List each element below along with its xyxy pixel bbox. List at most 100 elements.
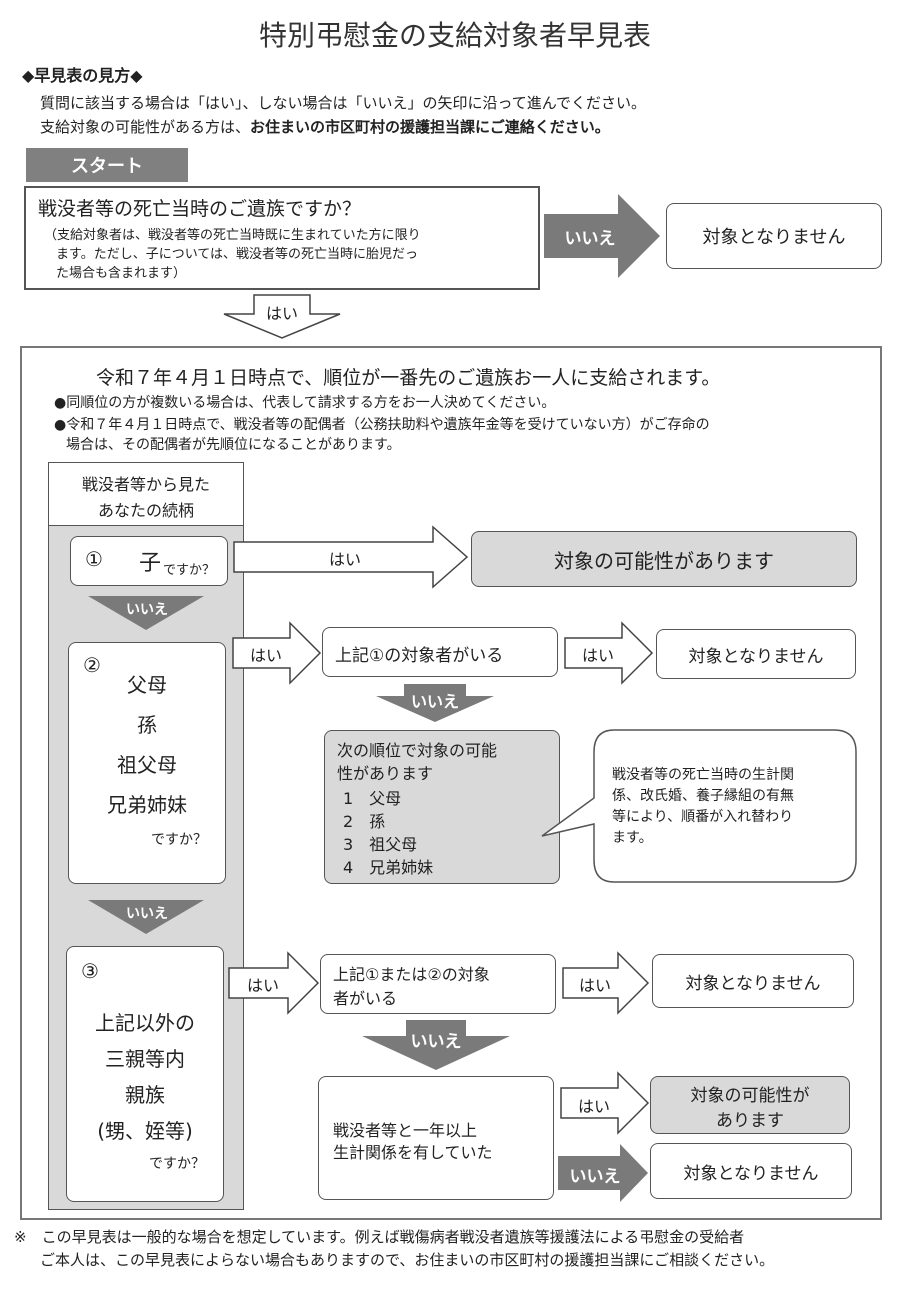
r3-check-yes-label: はい [578,976,611,995]
q1-box: 戦没者等の死亡当時のご遺族ですか？ （支給対象者は、戦没者等の死亡当時既に生まれ… [24,186,540,290]
r2-name-1: 父母 [127,673,167,697]
r3-cond-no-result: 対象となりません [650,1143,852,1199]
r3-check-no-label: いいえ [410,1032,462,1052]
r3-cond-2: 生計関係を有していた [333,1143,493,1162]
r2-check: 上記①の対象者がいる [322,627,558,677]
r3-cond-yes-result-1: 対象の可能性が [690,1086,810,1106]
footnote-line1: ※ この早見表は一般的な場合を想定しています。例えば戦傷病者戦没者遺族等援護法に… [14,1228,745,1246]
r2-check-result-text: 対象となりません [688,646,824,667]
r2-order-item-4: 4 兄弟姉妹 [343,858,434,877]
r1-result-text: 対象の可能性があります [554,548,774,573]
r3-suffix: ですか？ [149,1156,205,1172]
start-banner: スタート [26,148,188,182]
r3-yes-label: はい [246,976,279,995]
r3-name-4: (甥、姪等) [97,1119,193,1143]
q1-no-result-text: 対象となりません [702,227,846,248]
main-bullet2a: ●令和７年４月１日時点で、戦没者等の配偶者（公務扶助料や遺族年金等を受けていない… [54,417,710,433]
r3-cond-yes-result-2: あります [716,1111,784,1131]
q1-note2: ます。ただし、子については、戦没者等の死亡当時に胎児だっ [56,247,419,262]
r1-result: 対象の可能性があります [471,531,857,587]
r1-box: ① 子 ですか？ [70,536,228,586]
main-frame [20,346,882,1220]
r3-name-3: 親族 [125,1083,165,1107]
q1-note3: た場合も含まれます） [56,266,187,281]
relation-header-1: 戦没者等から見た [81,475,210,494]
r3-cond-yes-label: はい [577,1097,610,1116]
r3-check-result: 対象となりません [652,954,854,1008]
r2-name-2: 孫 [137,713,157,737]
r3-box: ③ 上記以外の 三親等内 親族 (甥、姪等) ですか？ [66,946,224,1202]
r2-name-3: 祖父母 [117,753,177,777]
r3-check-2: 者がいる [333,989,398,1008]
relation-header-2: あなたの続柄 [97,501,194,520]
q1-note1: （支給対象者は、戦没者等の死亡当時既に生まれていた方に限り [44,228,421,243]
q1-yes-arrow [223,294,341,339]
start-label: スタート [71,156,143,177]
main-bullet1: ●同順位の方が複数いる場合は、代表して請求する方をお一人決めてください。 [54,395,556,411]
howto-line2-bold: お住まいの市区町村の援護担当課にご連絡ください。 [250,118,610,136]
r3-cond-no-label: いいえ [569,1167,621,1187]
r1-yes-label: はい [328,550,361,569]
r3-check-1: 上記①または②の対象 [333,965,490,984]
r2-yes-label: はい [249,646,282,665]
howto-line2-plain: 支給対象の可能性がある方は、 [40,118,251,136]
q1-no-result: 対象となりません [666,203,882,269]
r2-check-yes-arrow [564,621,654,685]
r1-no-arrow [88,596,204,630]
r3-check-yes-arrow [562,951,650,1015]
r2-no-label: いいえ [126,906,168,922]
r2-yes-arrow [232,621,322,685]
main-headline: 令和７年４月１日時点で、順位が一番先のご遺族お一人に支給されます。 [96,367,721,389]
main-bullet2b: 場合は、その配偶者が先順位になることがあります。 [66,437,401,453]
r2-order-item-2: 2 孫 [343,812,386,831]
r2-order-item-3: 3 祖父母 [343,835,418,854]
r2-callout-3: 等により、順番が入れ替わり [612,809,794,825]
r2-callout-4: ます。 [612,830,653,846]
r3-check-no-arrow [362,1020,510,1070]
r2-check-no-label: いいえ [410,692,459,711]
q1-no-arrow [544,194,660,278]
r1-num: ① [85,547,103,571]
r1-no-label: いいえ [126,602,168,618]
q1-yes-label: はい [265,304,298,323]
r2-check-no-arrow [376,684,494,722]
relation-header: 戦没者等から見た あなたの続柄 [48,462,244,526]
page-title: 特別弔慰金の支給対象者早見表 [258,19,651,52]
r2-order-box: 次の順位で対象の可能 性があります 1 父母 2 孫 3 祖父母 4 兄弟姉妹 [324,730,560,884]
r2-suffix: ですか？ [151,832,207,848]
q1-no-label: いいえ [564,229,616,249]
howto-line1: 質問に該当する場合は「はい」、しない場合は「いいえ」の矢印に沿って進んでください… [40,94,647,112]
r3-name-1: 上記以外の [95,1011,195,1035]
r3-name-2: 三親等内 [105,1047,185,1071]
r3-check-result-text: 対象となりません [685,973,821,994]
r3-cond-no-arrow [558,1144,648,1202]
howto-heading: ◆早見表の見方◆ [22,66,143,85]
r2-callout-2: 係、改氏婚、養子縁組の有無 [612,788,794,804]
r2-order-line1: 次の順位で対象の可能 [337,741,498,760]
r3-num: ③ [81,959,99,983]
footnote-line2: ご本人は、この早見表によらない場合もありますので、お住まいの市区町村の援護担当課… [40,1251,775,1269]
r3-check: 上記①または②の対象 者がいる [320,954,556,1014]
r3-cond-1: 戦没者等と一年以上 [333,1121,478,1140]
r2-check-text: 上記①の対象者がいる [335,646,504,666]
r2-box: ② 父母 孫 祖父母 兄弟姉妹 ですか？ [68,642,226,884]
r2-order-line2: 性があります [337,764,434,783]
r3-yes-arrow [228,951,320,1015]
howto-line2: 支給対象の可能性がある方は、お住まいの市区町村の援護担当課にご連絡ください。 [40,116,610,137]
r2-order-item-1: 1 父母 [343,789,402,808]
r2-no-arrow [88,900,204,934]
r2-callout-1: 戦没者等の死亡当時の生計関 [612,767,794,783]
r3-cond-box: 戦没者等と一年以上 生計関係を有していた [318,1076,554,1200]
r3-cond-no-result-text: 対象となりません [683,1163,819,1184]
r1-name: 子 [139,551,162,576]
r3-cond-yes-arrow [560,1071,650,1135]
r2-name-4: 兄弟姉妹 [107,793,187,817]
r2-check-yes-label: はい [581,646,614,665]
r1-suffix: ですか？ [163,563,216,578]
r2-num: ② [83,653,101,677]
r3-cond-yes-result: 対象の可能性が あります [650,1076,850,1134]
r1-yes-arrow [233,525,469,589]
r2-check-result: 対象となりません [656,629,856,679]
r2-callout-bubble [541,729,857,883]
q1-question: 戦没者等の死亡当時のご遺族ですか？ [38,198,362,220]
